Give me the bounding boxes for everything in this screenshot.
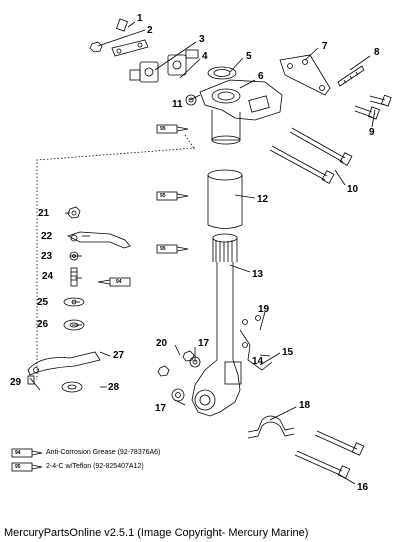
- exploded-view-diagram: [11, 18, 392, 485]
- bushing-tube: [207, 169, 243, 229]
- callout-22: 22: [41, 231, 53, 242]
- bracket-plate: [279, 54, 331, 96]
- callout-1: 1: [137, 13, 143, 24]
- lube-tube-label-spring: 94: [116, 279, 122, 285]
- legend-entry-2-4-c: 2-4-C w/Teflon (92-825407A12): [46, 463, 144, 470]
- callout-18: 18: [299, 400, 311, 411]
- callout-28: 28: [108, 382, 120, 393]
- callout-17-upper: 17: [198, 338, 210, 349]
- callout-29: 29: [10, 377, 22, 388]
- callout-3: 3: [199, 34, 205, 45]
- callout-19: 19: [258, 304, 270, 315]
- callout-6: 6: [258, 71, 264, 82]
- callout-20: 20: [156, 338, 168, 349]
- small-hardware-top: [89, 18, 149, 57]
- callout-23: 23: [41, 251, 53, 262]
- callout-27: 27: [113, 350, 125, 361]
- lube-tube-label-bushing: 95: [160, 193, 166, 199]
- dotted-connection-lines: [36, 134, 196, 380]
- callout-2: 2: [147, 25, 153, 36]
- callout-8: 8: [374, 47, 380, 58]
- lube-tube-label-column: 95: [160, 246, 166, 252]
- callout-15: 15: [282, 347, 294, 358]
- left-stack-parts: [27, 206, 131, 393]
- callout-21: 21: [38, 208, 50, 219]
- long-bolts-upper: [269, 127, 353, 184]
- copyright-footer: MercuryPartsOnline v2.5.1 (Image Copyrig…: [4, 527, 309, 539]
- short-bolts: [354, 94, 392, 120]
- washers-nuts-lower: [157, 350, 201, 402]
- callout-25: 25: [37, 297, 49, 308]
- callout-9: 9: [369, 127, 375, 138]
- callout-24: 24: [42, 271, 54, 282]
- legend-tube-label-94: 94: [15, 450, 21, 456]
- callout-13: 13: [252, 269, 264, 280]
- callout-10: 10: [347, 184, 359, 195]
- pivot-housings: [129, 49, 199, 83]
- callout-5: 5: [246, 51, 252, 62]
- callout-14: 14: [252, 356, 264, 367]
- washer-ring: [185, 66, 237, 106]
- steering-column: [191, 233, 242, 417]
- callout-17-lower: 17: [155, 403, 167, 414]
- callout-16: 16: [357, 482, 369, 493]
- callout-12: 12: [257, 194, 269, 205]
- legend-tube-label-95: 95: [15, 464, 21, 470]
- pin: [337, 65, 365, 87]
- lube-tube-label-upper: 95: [160, 126, 166, 132]
- callout-11: 11: [172, 99, 183, 110]
- leader-lines: [65, 21, 376, 485]
- long-bolts-lower: [294, 430, 365, 479]
- callout-4: 4: [202, 51, 208, 62]
- clamp: [247, 415, 295, 439]
- callout-7: 7: [322, 41, 328, 52]
- legend-entry-anti-corrosion: Anti-Corrosion Grease (92-78376A6): [46, 449, 161, 456]
- callout-26: 26: [37, 319, 49, 330]
- clip-hardware: [239, 315, 273, 371]
- lube-tubes: [11, 124, 189, 472]
- steering-head-housing: [199, 79, 283, 145]
